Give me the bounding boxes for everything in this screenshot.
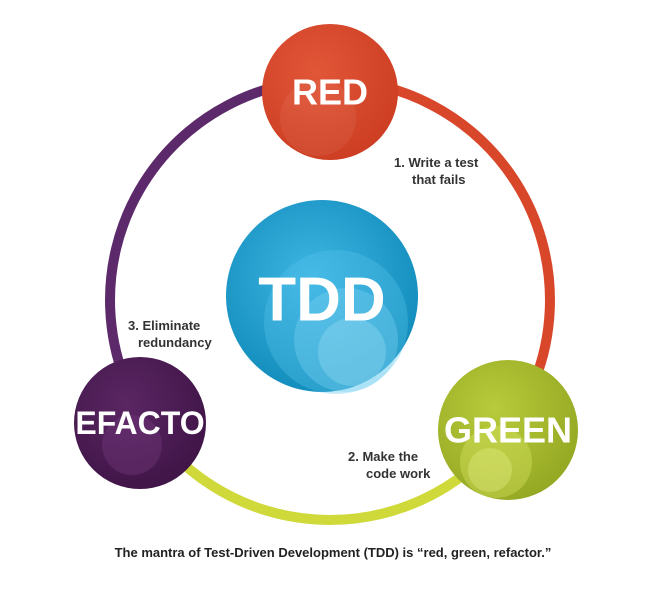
step-1: 1. Write a test that fails [394, 155, 479, 187]
node-refactor: REFACTOR [52, 357, 228, 489]
node-red-label: RED [292, 72, 368, 113]
node-refactor-label: REFACTOR [52, 405, 227, 441]
step-3: 3. Eliminate redundancy [128, 318, 212, 350]
step-2: 2. Make the code work [348, 449, 431, 481]
caption: The mantra of Test-Driven Development (T… [115, 545, 552, 560]
step-1-line1: 1. Write a test [394, 155, 479, 170]
node-center-label: TDD [258, 266, 385, 335]
step-1-line2: that fails [412, 172, 465, 187]
node-red: RED [262, 24, 398, 160]
step-2-line2: code work [366, 466, 431, 481]
node-green-label: GREEN [444, 410, 572, 451]
step-3-line1: 3. Eliminate [128, 318, 200, 333]
step-3-line2: redundancy [138, 335, 212, 350]
node-center: TDD [226, 200, 418, 394]
node-green: GREEN [438, 360, 578, 500]
step-2-line1: 2. Make the [348, 449, 418, 464]
